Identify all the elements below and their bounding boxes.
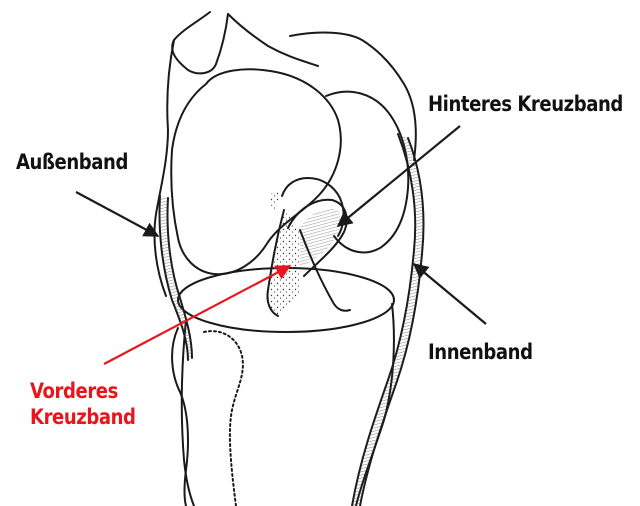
label-hinteres-kreuzband: Hinteres Kreuzband [428, 92, 623, 116]
label-aussenband: Außenband [16, 150, 128, 174]
innenband-pointer-arrow [414, 264, 486, 324]
vorderes-kreuzband-pointer-arrow [104, 266, 290, 364]
label-vorderes-kreuzband-line2: Kreuzband [30, 405, 136, 429]
femur-shaft [172, 12, 228, 73]
label-innenband: Innenband [428, 340, 533, 364]
aussenband-pointer-arrow [76, 192, 158, 236]
fibula-head [172, 328, 188, 506]
label-vorderes-kreuzband-line1: Vorderes [30, 379, 118, 403]
hinteres-kreuzband-pointer-arrow [338, 126, 460, 226]
